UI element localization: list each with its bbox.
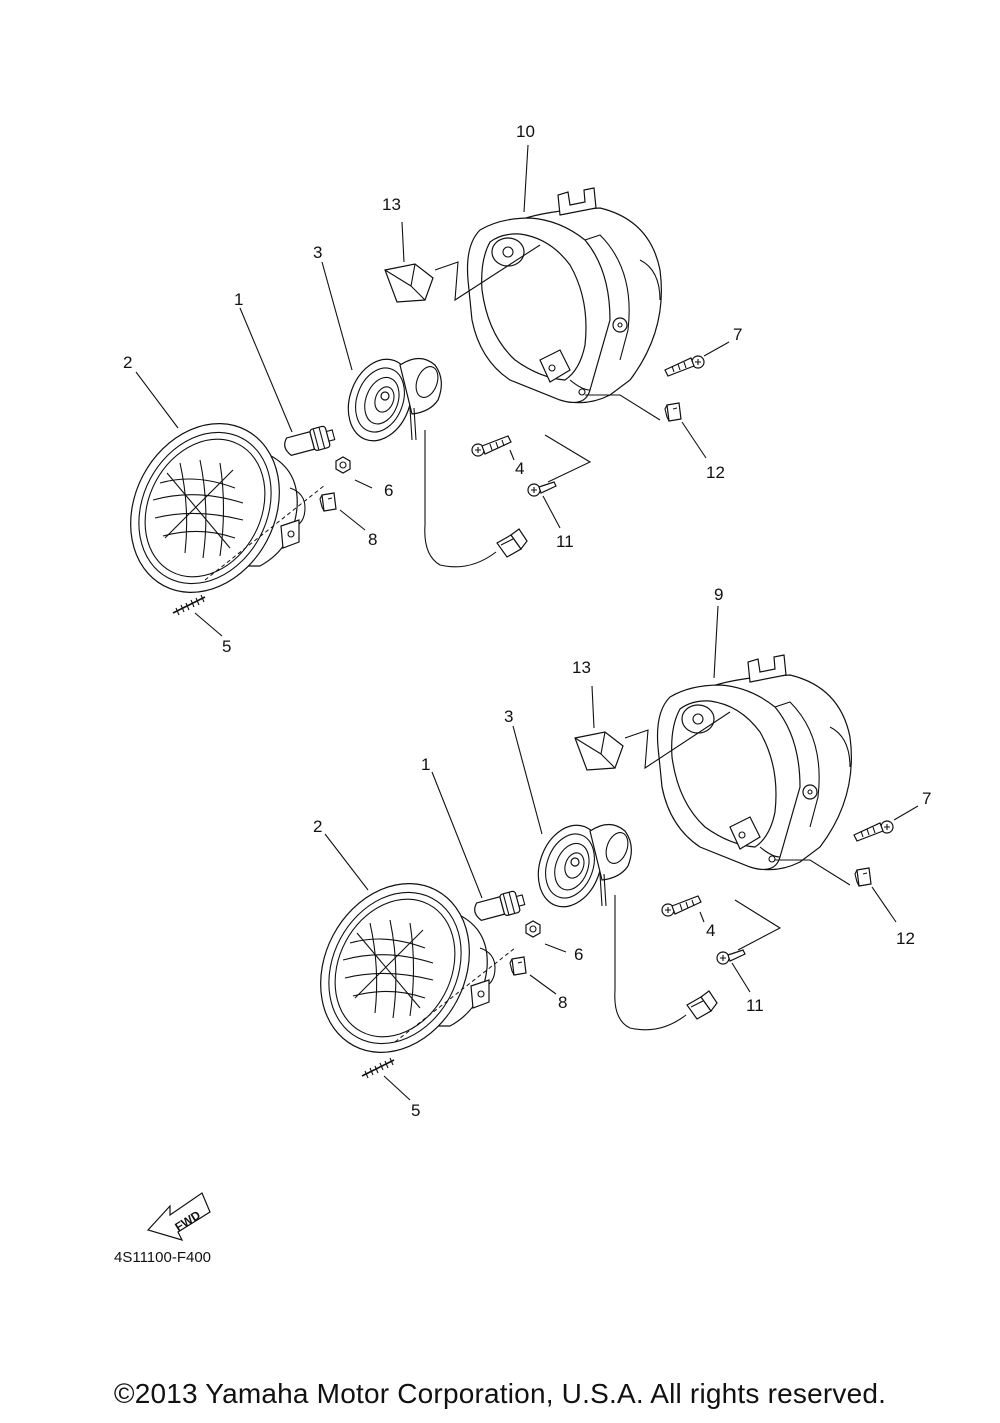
callout-7-lower: 7 xyxy=(922,789,931,808)
callout-2-lower: 2 xyxy=(313,817,322,836)
housing-10 xyxy=(466,187,662,404)
clip-8-lower xyxy=(509,956,527,976)
callout-11-upper: 11 xyxy=(556,532,574,551)
screw-4-lower xyxy=(661,895,702,917)
callout-5-upper: 5 xyxy=(222,637,231,656)
clip-8-upper xyxy=(319,492,337,512)
callout-1-lower: 1 xyxy=(421,755,430,774)
fwd-arrow-icon: FWD xyxy=(146,1192,211,1241)
lower-assembly: 1 2 3 4 5 6 7 8 9 11 12 13 xyxy=(291,585,931,1120)
spring-5-lower xyxy=(361,1057,395,1079)
callout-1-upper: 1 xyxy=(234,290,243,309)
dash-line-upper xyxy=(204,484,326,581)
callout-6-lower: 6 xyxy=(574,945,583,964)
callout-8-lower: 8 xyxy=(558,993,567,1012)
callout-13-lower: 13 xyxy=(572,658,591,677)
callout-5-lower: 5 xyxy=(411,1101,420,1120)
callout-11-lower: 11 xyxy=(746,996,764,1015)
diagram-code: 4S11100-F400 xyxy=(114,1249,211,1266)
screw11-leader-lower xyxy=(734,899,782,951)
cap-leader-lower xyxy=(624,711,731,770)
connector-lower xyxy=(686,990,718,1020)
housing-9 xyxy=(656,654,852,871)
callout-leaders-lower xyxy=(324,605,919,1101)
callout-7-upper: 7 xyxy=(733,325,742,344)
callout-4-upper: 4 xyxy=(515,459,524,478)
callout-6-upper: 6 xyxy=(384,481,393,500)
clip-12-lower xyxy=(854,867,872,887)
callout-8-upper: 8 xyxy=(368,530,377,549)
wire-upper xyxy=(424,430,497,568)
nut-6-lower xyxy=(525,920,541,938)
callout-2-upper: 2 xyxy=(123,353,132,372)
screw11-leader-upper xyxy=(544,434,592,483)
clip-leader-lower xyxy=(775,859,851,886)
callout-3-lower: 3 xyxy=(504,707,513,726)
socket-3-upper xyxy=(336,349,443,451)
socket-3-lower xyxy=(526,815,633,917)
screw-4-upper xyxy=(471,435,512,457)
cap-13-lower xyxy=(574,731,624,771)
screw-7-upper xyxy=(664,355,705,377)
dash-line-lower xyxy=(394,947,516,1043)
callout-4-lower: 4 xyxy=(706,921,715,940)
screw-11-lower xyxy=(716,949,746,965)
callout-12-upper: 12 xyxy=(706,463,725,482)
connector-upper xyxy=(496,528,528,558)
upper-assembly: 1 2 3 4 5 6 7 8 10 11 12 13 xyxy=(101,122,742,656)
callout-12-lower: 12 xyxy=(896,929,915,948)
callout-3-upper: 3 xyxy=(313,243,322,262)
screw-7-lower xyxy=(853,820,894,842)
callout-13-upper: 13 xyxy=(382,195,401,214)
clip-12-upper xyxy=(664,402,682,422)
callout-9: 9 xyxy=(714,585,723,604)
nut-6-upper xyxy=(335,456,351,474)
callout-10: 10 xyxy=(516,122,535,141)
screw-11-upper xyxy=(527,481,557,497)
lens-2-upper xyxy=(101,396,309,620)
clip-leader-upper xyxy=(585,394,661,421)
lens-2-lower xyxy=(291,856,499,1080)
cap-leader-upper xyxy=(434,244,541,302)
callout-leaders-upper xyxy=(135,144,730,637)
copyright-notice: ©2013 Yamaha Motor Corporation, U.S.A. A… xyxy=(113,1378,887,1409)
cap-13-upper xyxy=(384,263,434,303)
wire-lower xyxy=(614,895,687,1031)
spring-5-upper xyxy=(172,594,206,616)
